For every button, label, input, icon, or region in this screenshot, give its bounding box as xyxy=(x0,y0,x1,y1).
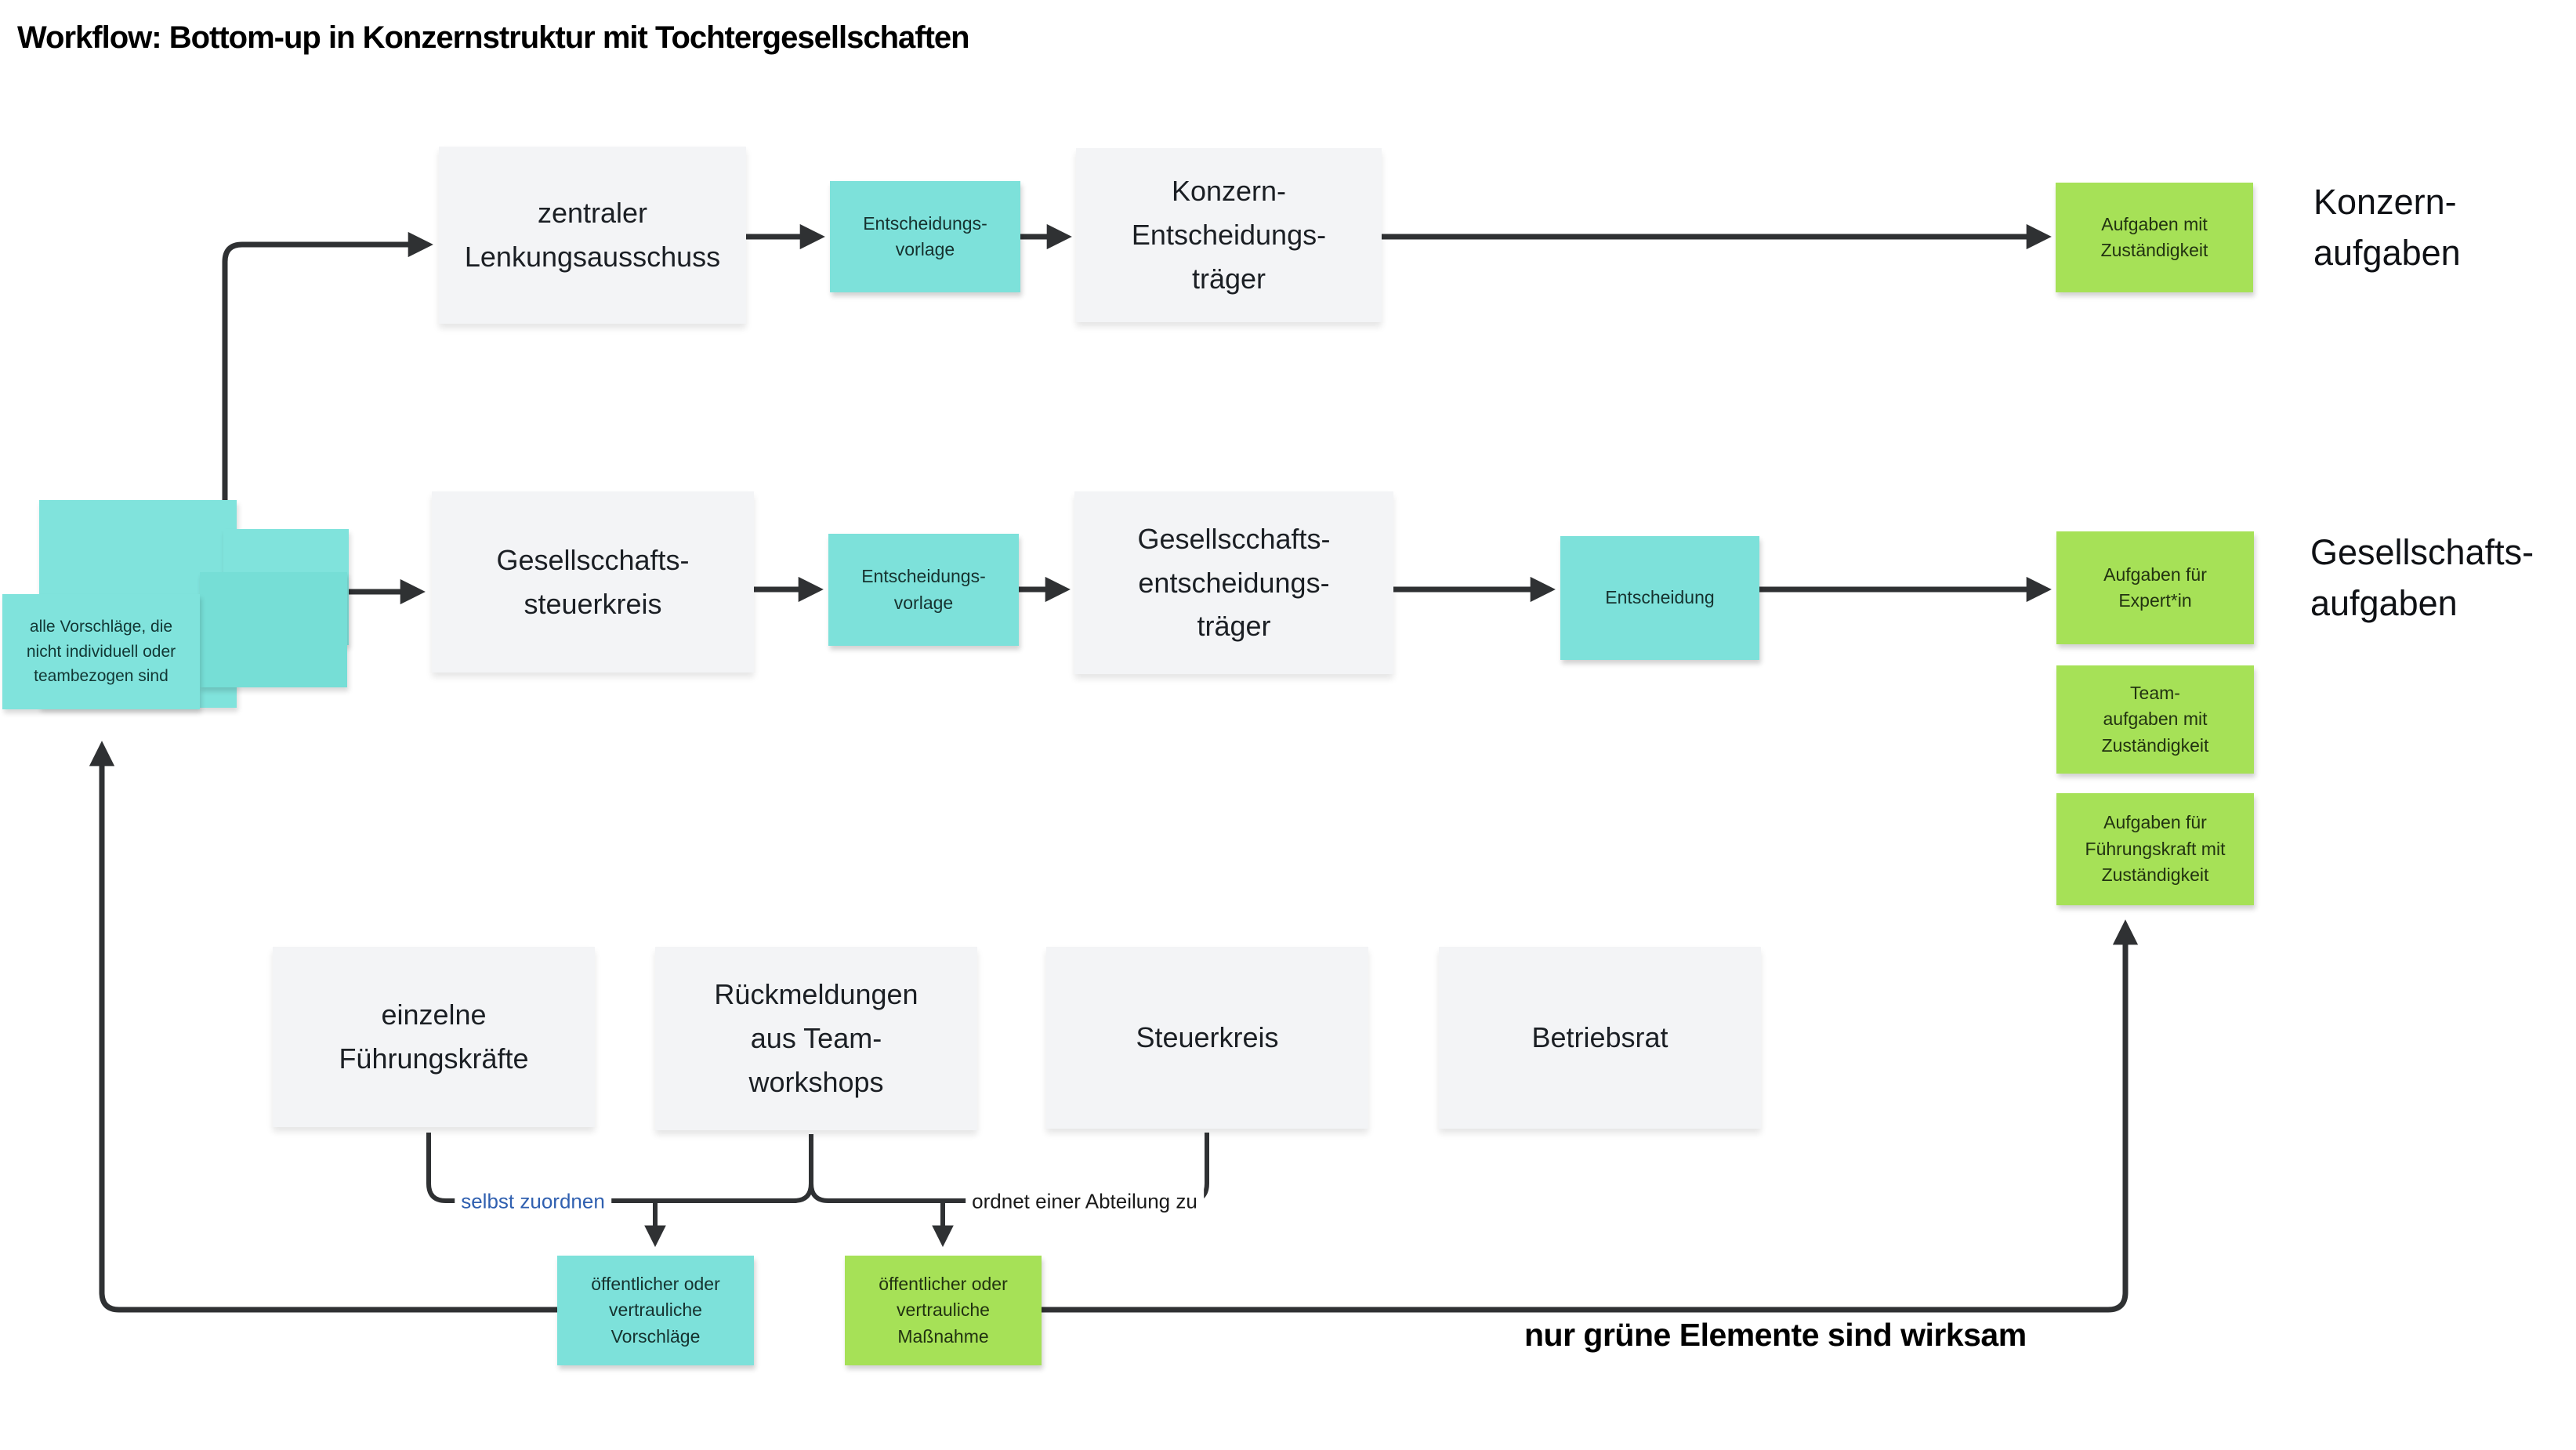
node-team-aufgaben[interactable]: Team- aufgaben mit Zuständigkeit xyxy=(2056,665,2254,774)
connector-feedback-right[interactable] xyxy=(1042,919,2139,1313)
label-konzern-aufgaben[interactable]: Konzern- aufgaben xyxy=(2313,182,2461,274)
node-vorschlaege[interactable]: öffentlicher oder vertrauliche Vorschläg… xyxy=(557,1256,754,1365)
node-entscheidungsvorlage-konzern[interactable]: Entscheidungs- vorlage xyxy=(830,181,1020,292)
sticky-note-blank-3[interactable] xyxy=(200,572,347,687)
label-gesellschafts-aufgaben[interactable]: Gesellschafts- aufgaben xyxy=(2310,532,2534,624)
page-title: Workflow: Bottom-up in Konzernstruktur m… xyxy=(17,20,970,55)
node-konzern-entscheidungstraeger[interactable]: Konzern- Entscheidungs- träger xyxy=(1076,148,1382,322)
node-steuerkreis[interactable]: Steuerkreis xyxy=(1046,947,1368,1129)
connector-feedback-left[interactable] xyxy=(89,741,557,1313)
node-aufgaben-fuer-expertin[interactable]: Aufgaben für Expert*in xyxy=(2056,531,2254,644)
node-aufgaben-mit-zustaendigkeit[interactable]: Aufgaben mit Zuständigkeit xyxy=(2056,183,2253,292)
node-zentraler-lenkungsausschuss[interactable]: zentraler Lenkungsausschuss xyxy=(439,147,746,324)
node-gesellschafts-entscheidungstraeger[interactable]: Gesellscchafts- entscheidungs- träger xyxy=(1074,491,1393,674)
node-rueckmeldungen-teamworkshops[interactable]: Rückmeldungen aus Team- workshops xyxy=(655,947,977,1130)
sticky-note-vorschlaege[interactable]: alle Vorschläge, die nicht individuell o… xyxy=(2,594,200,709)
node-entscheidung[interactable]: Entscheidung xyxy=(1560,536,1759,660)
label-ordnet-einer-abteilung-zu[interactable]: ordnet einer Abteilung zu xyxy=(966,1187,1204,1216)
node-aufgaben-fuehrungskraft[interactable]: Aufgaben für Führungskraft mit Zuständig… xyxy=(2056,793,2254,905)
node-gesellschafts-steuerkreis[interactable]: Gesellscchafts- steuerkreis xyxy=(432,491,754,672)
node-einzelne-fuehrungskraefte[interactable]: einzelne Führungskräfte xyxy=(273,947,595,1127)
node-entscheidungsvorlage-gesellschaft[interactable]: Entscheidungs- vorlage xyxy=(828,534,1019,646)
node-massnahme[interactable]: öffentlicher oder vertrauliche Maßnahme xyxy=(845,1256,1042,1365)
connector-sticky-to-lenkungsausschuss[interactable] xyxy=(222,231,433,529)
label-selbst-zuordnen[interactable]: selbst zuordnen xyxy=(455,1187,611,1216)
note-nur-gruene-elemente[interactable]: nur grüne Elemente sind wirksam xyxy=(1524,1317,2027,1353)
node-betriebsrat[interactable]: Betriebsrat xyxy=(1439,947,1761,1129)
